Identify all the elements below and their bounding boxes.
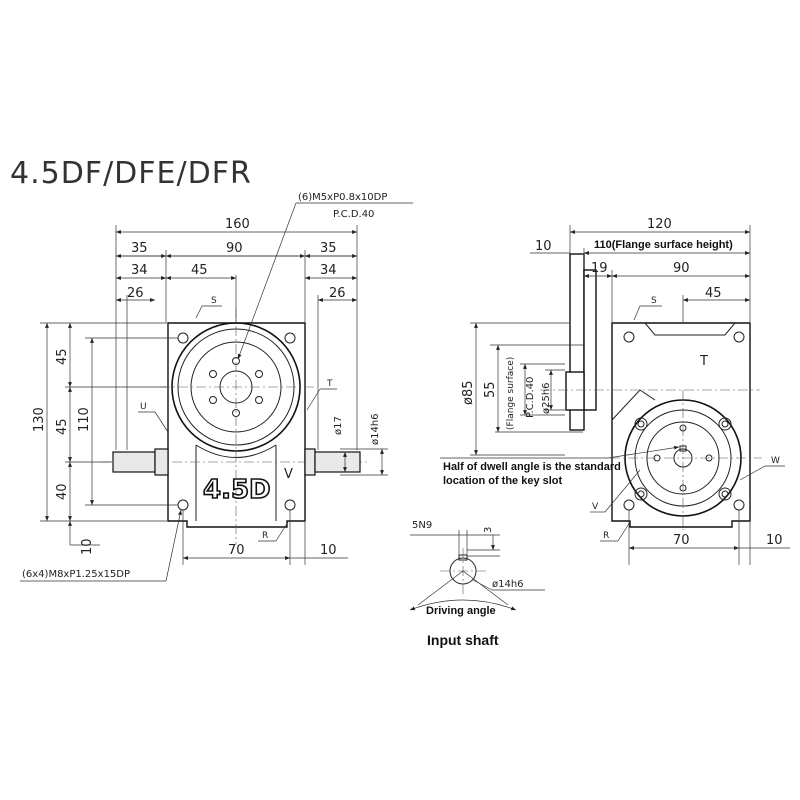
dim-dia-14h6: ø14h6 [370, 413, 381, 445]
mark-r-side: R [603, 531, 609, 541]
dim-dia-85: ø85 [461, 381, 476, 406]
dim-40: 40 [55, 483, 70, 500]
dim-55: 55 [483, 381, 498, 398]
tap-note: (6)M5xP0.8x10DP [298, 192, 387, 203]
dim-110: 110 [77, 407, 92, 432]
mark-s-side: S [651, 296, 657, 306]
dim-dia-17: ø17 [333, 416, 344, 435]
dim-120: 120 [647, 217, 672, 232]
dim-90: 90 [226, 241, 243, 256]
dim-10-left: 10 [80, 538, 95, 555]
dim-26-right: 26 [329, 286, 346, 301]
dim-dia-25h6: ø25h6 [541, 382, 552, 414]
v-mark: V [284, 467, 293, 482]
dim-160: 160 [225, 217, 250, 232]
right-shaft-collar [304, 448, 316, 476]
left-shaft-collar [154, 448, 169, 476]
dim-90-side: 90 [673, 261, 690, 276]
dim-45-lower: 45 [55, 418, 70, 435]
side-view: T 120 10 110(Flange surface height) 19 9… [440, 217, 790, 565]
dim-45-side: 45 [705, 286, 722, 301]
pcd-note: P.C.D.40 [333, 209, 374, 220]
input-shaft-caption: Input shaft [427, 632, 499, 648]
right-input-shaft [314, 451, 361, 473]
dim-34-right: 34 [320, 263, 337, 278]
mount-note: (6x4)M8xP1.25x15DP [22, 569, 130, 580]
flange-surface-label: (Flange surface) [506, 357, 516, 430]
dim-10-side-bottom: 10 [766, 533, 783, 548]
flange-height-note: 110(Flange surface height) [594, 239, 733, 251]
dim-26-left: 26 [127, 286, 144, 301]
dwell-note-line2: location of the key slot [443, 475, 563, 487]
dim-34-left: 34 [131, 263, 148, 278]
dim-130: 130 [32, 407, 47, 432]
mark-r-front: R [262, 531, 268, 541]
side-body-outline [611, 322, 751, 528]
dim-35-left: 35 [131, 241, 148, 256]
dwell-note-line1: Half of dwell angle is the standard [443, 461, 621, 473]
mark-v-side: V [592, 502, 599, 512]
input-shaft-detail: 5N9 3 ø14h6 Driving angle Input shaft [409, 520, 545, 648]
side-flange-hub [583, 269, 597, 411]
dim-45-upper: 45 [55, 348, 70, 365]
key-depth-label: 3 [483, 527, 494, 533]
front-body-outline [167, 322, 306, 528]
driving-angle-label: Driving angle [426, 605, 496, 617]
side-pcd-40: P.C.D.40 [525, 377, 536, 418]
mark-t-front: T [326, 379, 333, 389]
mark-u-front: U [140, 402, 147, 412]
dim-19: 19 [591, 261, 608, 276]
input-shaft-dia: ø14h6 [492, 579, 524, 590]
dim-70-side: 70 [673, 533, 690, 548]
model-mark: 4.5D [203, 475, 271, 505]
mark-w-side: W [771, 456, 780, 466]
dim-45-top: 45 [191, 263, 208, 278]
drawing-title: 4.5DF/DFE/DFR [10, 156, 252, 191]
dim-10-side: 10 [535, 239, 552, 254]
key-width-label: 5N9 [412, 520, 432, 531]
t-symbol-side: T [699, 354, 708, 369]
dim-70-front: 70 [228, 543, 245, 558]
dim-35-right: 35 [320, 241, 337, 256]
front-view: 4.5D V 160 35 90 35 34 45 34 26 26 (6)M5… [20, 192, 413, 582]
left-input-shaft [112, 451, 156, 473]
dim-10-front: 10 [320, 543, 337, 558]
mark-s-front: S [211, 296, 217, 306]
side-boss [565, 371, 585, 411]
